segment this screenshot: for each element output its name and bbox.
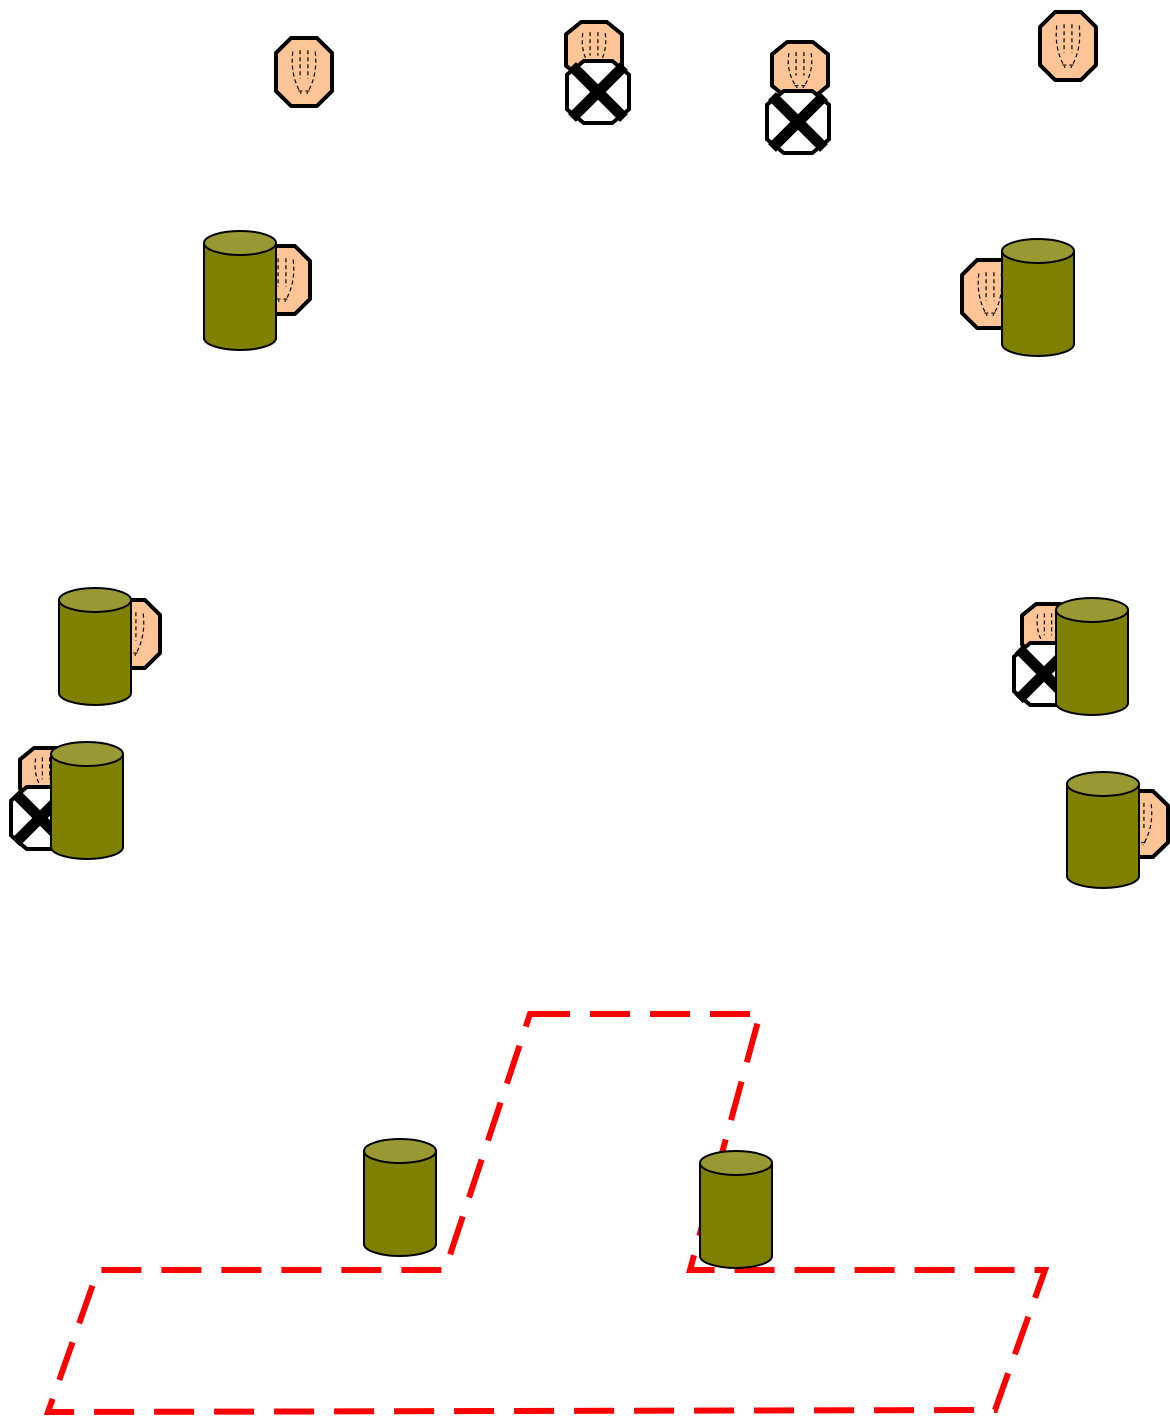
cylinder-icon [364, 1139, 436, 1256]
crossed-out-person-icon [567, 61, 629, 123]
octagon-head-icon [276, 38, 332, 106]
cylinder-icon [1056, 598, 1128, 715]
cylinder-icon [1067, 772, 1139, 888]
cylinder-icon [700, 1151, 772, 1268]
cylinder-icon [59, 588, 131, 705]
crossed-out-person-icon [767, 91, 829, 153]
cylinder-icon [1002, 239, 1074, 356]
cylinder-icon [204, 231, 276, 350]
cylinder-icon [51, 742, 123, 859]
octagon-head-icon [1040, 12, 1096, 80]
